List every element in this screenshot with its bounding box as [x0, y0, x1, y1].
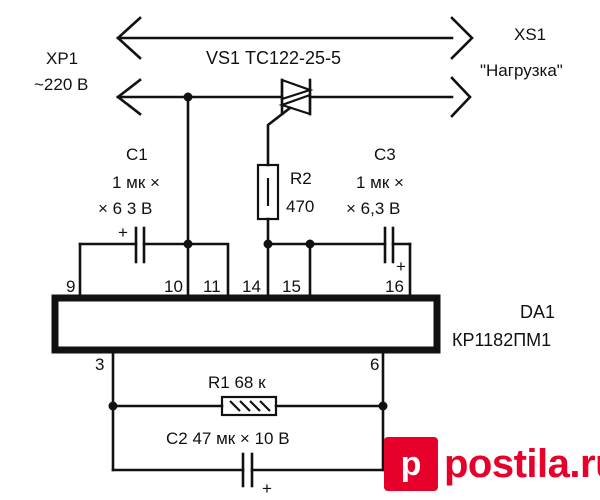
c1-plus-sign: +	[118, 223, 128, 242]
resistor-r1	[220, 395, 278, 417]
postila-watermark: p postila.ru	[384, 437, 600, 491]
c3-name-label: C3	[374, 145, 396, 164]
top-mains-line	[116, 16, 474, 60]
c3-plus-sign: +	[396, 257, 406, 276]
xp1-voltage-label: ~220 В	[34, 75, 88, 94]
vs1-label: VS1 ТС122-25-5	[206, 48, 341, 68]
pin-14-label: 14	[242, 277, 261, 296]
triac-vs1	[266, 78, 314, 167]
second-mains-line	[115, 76, 472, 118]
resistor-r2	[256, 163, 280, 246]
da1-part-label: КР1182ПМ1	[452, 330, 551, 350]
postila-logo-icon: p	[384, 437, 438, 491]
pin-15-label: 15	[282, 277, 301, 296]
xp1-label: XP1	[46, 49, 78, 68]
c1-name-label: C1	[126, 145, 148, 164]
r2-name-label: R2	[290, 169, 312, 188]
ic-da1-body	[51, 294, 441, 354]
c1-value-line2: × 6 3 В	[98, 199, 152, 218]
capacitor-c1	[78, 226, 190, 300]
c1-value-line1: 1 мк ×	[112, 173, 160, 192]
pin-11-label: 11	[203, 277, 221, 296]
xs1-label: XS1	[514, 25, 546, 44]
capacitor-c3	[266, 226, 412, 300]
c2-plus-sign: +	[262, 479, 272, 498]
r2-value-label: 470	[286, 197, 314, 216]
pin-6-label: 6	[370, 355, 379, 374]
postila-watermark-text: postila.ru	[444, 441, 600, 486]
pin-3-label: 3	[95, 355, 104, 374]
c2-label: C2 47 мк × 10 В	[166, 429, 290, 448]
pin11-wire	[186, 242, 230, 300]
c3-value-line1: 1 мк ×	[356, 173, 404, 192]
r1-label: R1 68 к	[208, 373, 266, 392]
xs1-load-label: "Нагрузка"	[480, 61, 563, 80]
capacitor-c2	[111, 452, 385, 488]
pin-16-label: 16	[385, 277, 404, 296]
pin-9-label: 9	[66, 277, 75, 296]
da1-name-label: DA1	[520, 302, 555, 322]
pin-10-label: 10	[164, 277, 183, 296]
c3-value-line2: × 6,3 В	[346, 199, 400, 218]
bottom-circuit	[108, 348, 388, 472]
